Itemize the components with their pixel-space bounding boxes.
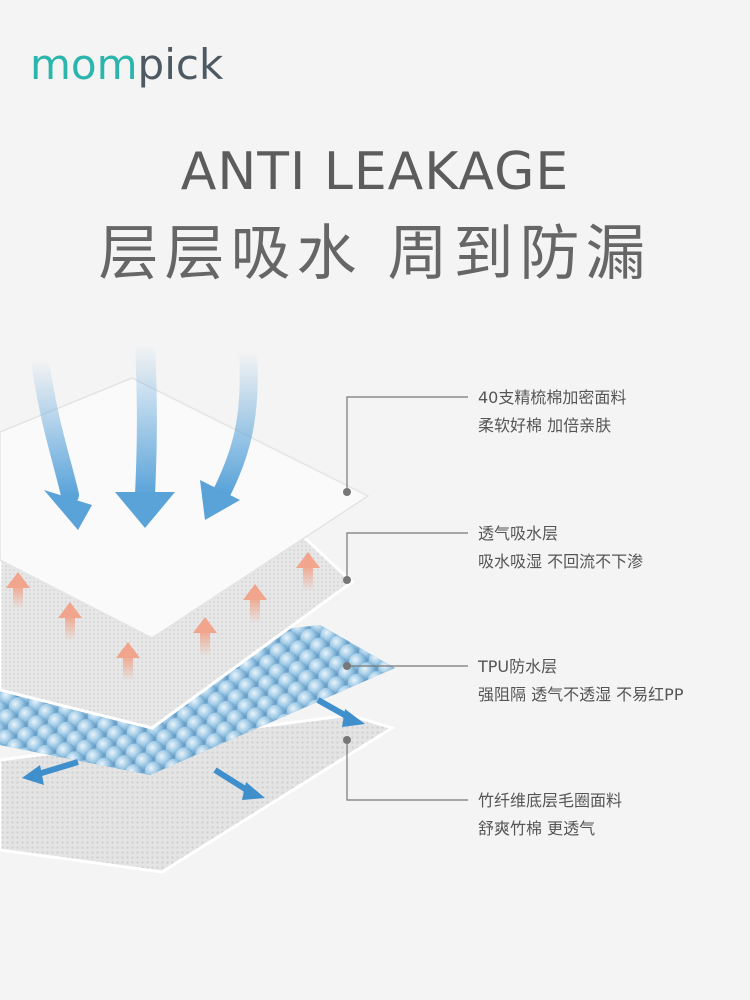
tpu-bead [388, 647, 395, 667]
tpu-bead [360, 625, 379, 640]
tpu-bead [350, 625, 370, 631]
tpu-bead [399, 636, 418, 655]
layer-desc: 舒爽竹棉 更透气 [478, 819, 596, 838]
layer-label-bottom: 竹纤维底层毛圈面料 舒爽竹棉 更透气 [478, 787, 622, 843]
tpu-bead [330, 625, 350, 634]
layer-desc: 柔软好棉 加倍亲肤 [478, 416, 612, 435]
leader-lines [346, 396, 468, 801]
tpu-bead [394, 739, 395, 758]
tpu-bead [395, 719, 414, 738]
tpu-bead [286, 702, 306, 721]
layer-desc: 吸水吸湿 不回流不下渗 [478, 552, 644, 571]
tpu-bead [379, 638, 395, 658]
tpu-bead [376, 700, 395, 720]
tpu-bead [370, 625, 390, 628]
moisture-out-arrows [6, 552, 320, 681]
tpu-bead [396, 698, 415, 717]
tpu-bead [380, 625, 395, 637]
layer-illustration [0, 344, 468, 874]
tpu-bead [6, 738, 26, 758]
tpu-bead [144, 761, 164, 775]
layer-label-absorbent: 透气吸水层 吸水吸湿 不回流不下渗 [478, 520, 643, 576]
tpu-bead [384, 730, 395, 749]
tpu-bead [386, 689, 395, 708]
leader-dots [343, 488, 351, 744]
tpu-bead [387, 668, 395, 688]
tpu-bead [378, 659, 395, 679]
logo-text-pick: pick [137, 40, 224, 89]
tpu-bead [357, 682, 376, 702]
layer-title: 竹纤维底层毛圈面料 [478, 791, 623, 810]
tpu-bead [369, 629, 389, 649]
tpu-bead [377, 680, 395, 699]
brand-logo: mom pick [30, 40, 223, 89]
subheadline: 层层吸水 周到防漏 [98, 219, 652, 289]
tpu-bead [346, 694, 366, 713]
layer-title: 透气吸水层 [478, 524, 559, 543]
headline: ANTI LEAKAGE [180, 142, 570, 202]
tpu-bead [390, 625, 395, 626]
tpu-bead [366, 691, 386, 711]
layer-desc: 强阻隔 透气不透湿 不易红PP [478, 685, 684, 704]
layer-label-tpu: TPU防水层 强阻隔 透气不透湿 不易红PP [478, 653, 683, 709]
layer-label-top: 40支精梳棉加密面料 柔软好棉 加倍亲肤 [478, 384, 626, 440]
tpu-bead [400, 616, 419, 635]
layer-title: 40支精梳棉加密面料 [478, 388, 627, 407]
tpu-bead [347, 673, 367, 693]
top-fabric-layer [0, 377, 370, 639]
water-in-arrows [31, 344, 258, 530]
logo-text-mom: mom [30, 40, 138, 89]
tpu-bead [367, 671, 387, 690]
tpu-bead [397, 678, 416, 697]
layer-title: TPU防水层 [478, 657, 558, 676]
tpu-bead [389, 627, 395, 646]
tpu-bead [337, 685, 356, 704]
lateral-arrows [22, 697, 365, 800]
tpu-bead [374, 741, 393, 761]
